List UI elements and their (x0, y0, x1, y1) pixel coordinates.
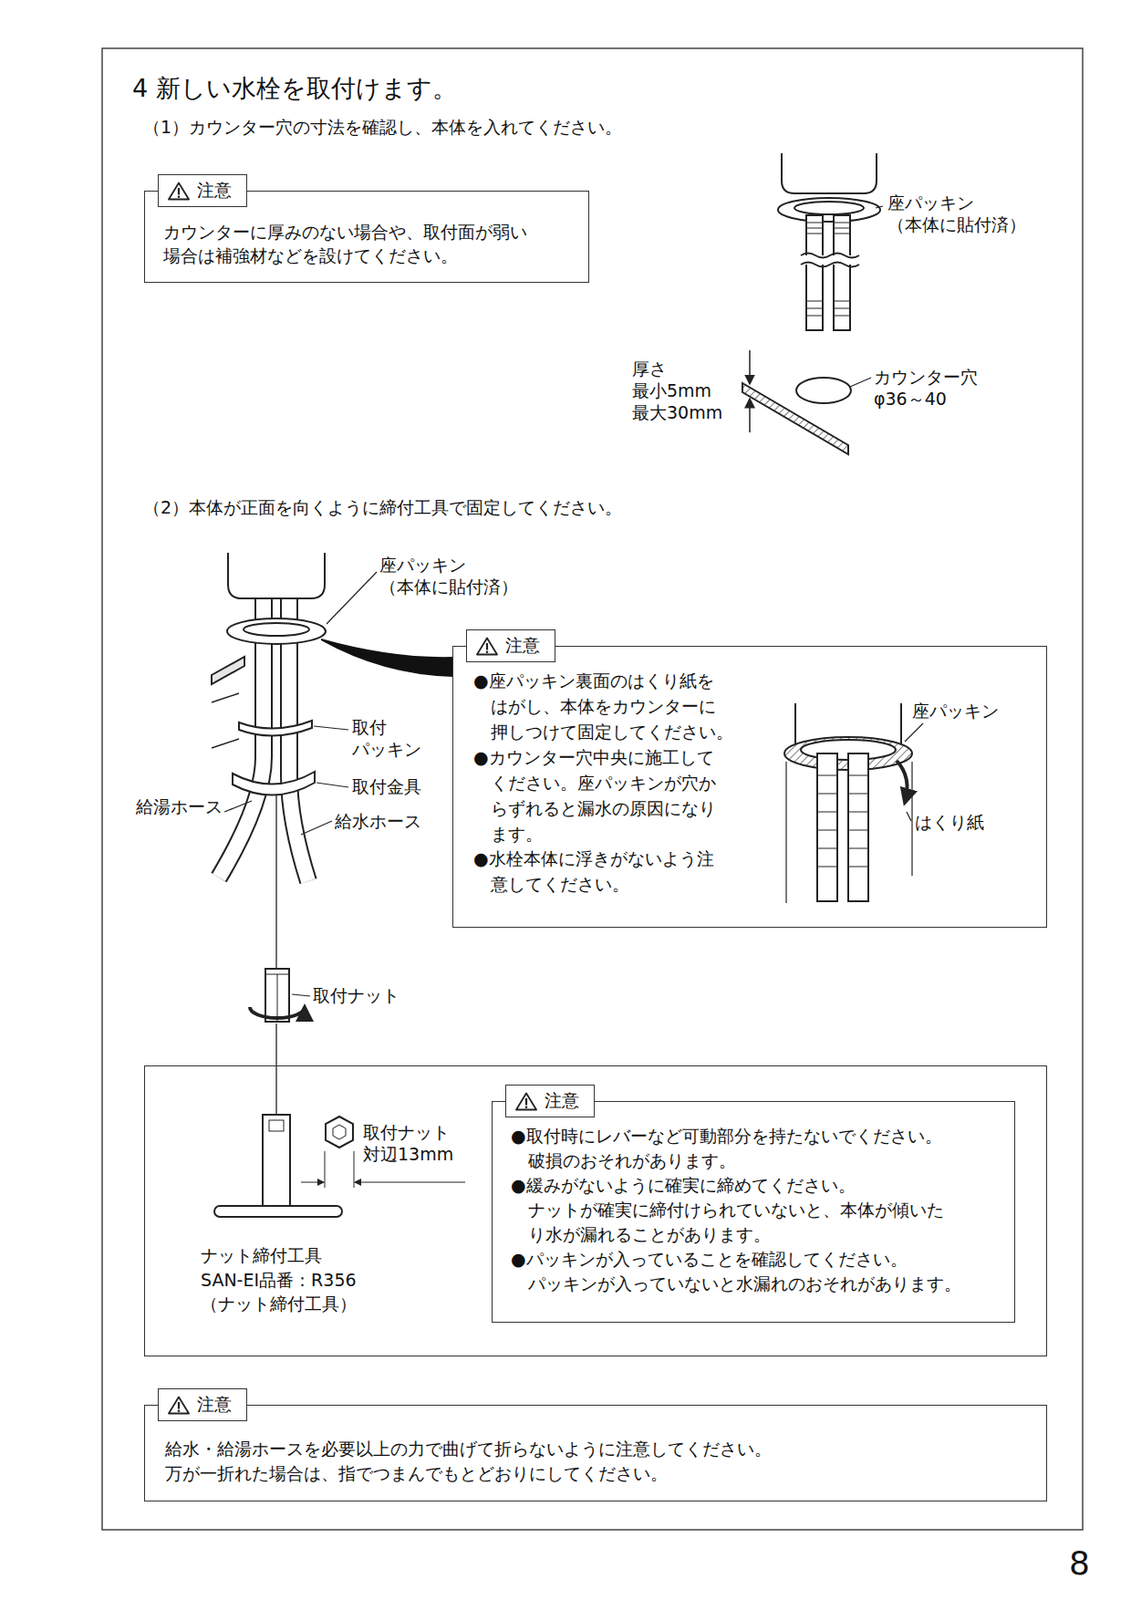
note-body: 給水・給湯ホースを必要以上の力で曲げて折らないように注意してください。 万が一折… (165, 1436, 789, 1485)
part-label: 座パッキン （本体に貼付済） (379, 554, 519, 599)
bullet-note: ●水栓本体に浮きがないよう注 意してください。 (473, 846, 744, 898)
faucet-illustration-1 (742, 153, 883, 455)
caution-heading: 注意 (197, 1392, 232, 1417)
note-text: 給水・給湯ホースを必要以上の力で曲げて折らないように注意してください。 万が一折… (165, 1436, 789, 1485)
page-number: 8 (1068, 1546, 1090, 1580)
warning-icon (515, 1091, 538, 1111)
page-title: 4 新しい水栓を取付けます。 (132, 72, 457, 104)
part-label: 取付 パッキン (352, 716, 422, 761)
step-instruction: （2）本体が正面を向くように締付工具で固定してください。 (143, 497, 623, 519)
note-text: ナット締付工具 SAN-EI品番：R356 （ナット締付工具） (200, 1243, 363, 1317)
faucet-illustration-2 (211, 552, 466, 1217)
caution-heading: 注意 (505, 633, 540, 658)
caution-tab: 注意 (157, 174, 248, 208)
caution-tab: 注意 (466, 629, 556, 663)
caution-tab: 注意 (505, 1084, 595, 1118)
note-body: ●取付時にレバーなど可動部分を持たないでください。 破損のおそれがあります。●緩… (510, 1123, 972, 1297)
bullet-note: ●カウンター穴中央に施工して ください。座パッキンが穴か らずれると漏水の原因に… (473, 745, 744, 848)
caution-box: 注意カウンターに厚みのない場合や、取付面が弱い 場合は補強材などを設けてください… (144, 190, 590, 283)
caution-heading: 注意 (197, 178, 232, 203)
page-frame (102, 48, 1083, 1530)
step-instruction: （1）カウンター穴の寸法を確認し、本体を入れてください。 (143, 116, 623, 139)
part-label: はくり紙 (914, 811, 985, 834)
part-label: 給水ホース (334, 810, 422, 833)
dimension-label: カウンター穴 φ36～40 (873, 366, 978, 411)
bullet-note: ●座パッキン裏面のはくり紙を はがし、本体をカウンターに 押しつけて固定してくだ… (473, 668, 744, 746)
part-label: 給湯ホース (135, 796, 223, 819)
packing-illustration (784, 703, 924, 903)
bullet-note: ●取付時にレバーなど可動部分を持たないでください。 破損のおそれがあります。 (510, 1123, 972, 1173)
note-text: カウンターに厚みのない場合や、取付面が弱い 場合は補強材などを設けてください。 (163, 220, 545, 268)
bullet-note: ●緩みがないように確実に締めてください。 ナットが確実に締付けられていないと、本… (510, 1172, 972, 1247)
dimension-label: 厚さ 最小5mm 最大30mm (632, 358, 723, 424)
caution-box: 注意●取付時にレバーなど可動部分を持たないでください。 破損のおそれがあります。… (491, 1100, 1016, 1323)
warning-icon (167, 1395, 190, 1415)
note-body: ●座パッキン裏面のはくり紙を はがし、本体をカウンターに 押しつけて固定してくだ… (473, 668, 744, 898)
bullet-note: ●パッキンが入っていることを確認してください。 パッキンが入っていないと水漏れの… (510, 1246, 972, 1297)
caution-tab: 注意 (157, 1388, 248, 1422)
caution-heading: 注意 (544, 1089, 580, 1113)
dimension-label: 取付ナット 対辺13mm (363, 1121, 454, 1166)
part-label: 取付ナット (312, 985, 400, 1007)
part-label: 座パッキン (912, 700, 999, 723)
warning-icon (167, 181, 190, 201)
note-body: カウンターに厚みのない場合や、取付面が弱い 場合は補強材などを設けてください。 (163, 220, 545, 268)
warning-icon (476, 636, 499, 656)
part-label: 座パッキン （本体に貼付済） (887, 192, 1027, 237)
caution-box: 注意●座パッキン裏面のはくり紙を はがし、本体をカウンターに 押しつけて固定して… (452, 645, 1048, 928)
tool-panel: ナット締付工具 SAN-EI品番：R356 （ナット締付工具）注意●取付時にレバ… (144, 1065, 1048, 1357)
note-body: ナット締付工具 SAN-EI品番：R356 （ナット締付工具） (200, 1243, 363, 1317)
caution-box: 注意給水・給湯ホースを必要以上の力で曲げて折らないように注意してください。 万が… (144, 1404, 1048, 1502)
part-label: 取付金具 (352, 776, 422, 799)
